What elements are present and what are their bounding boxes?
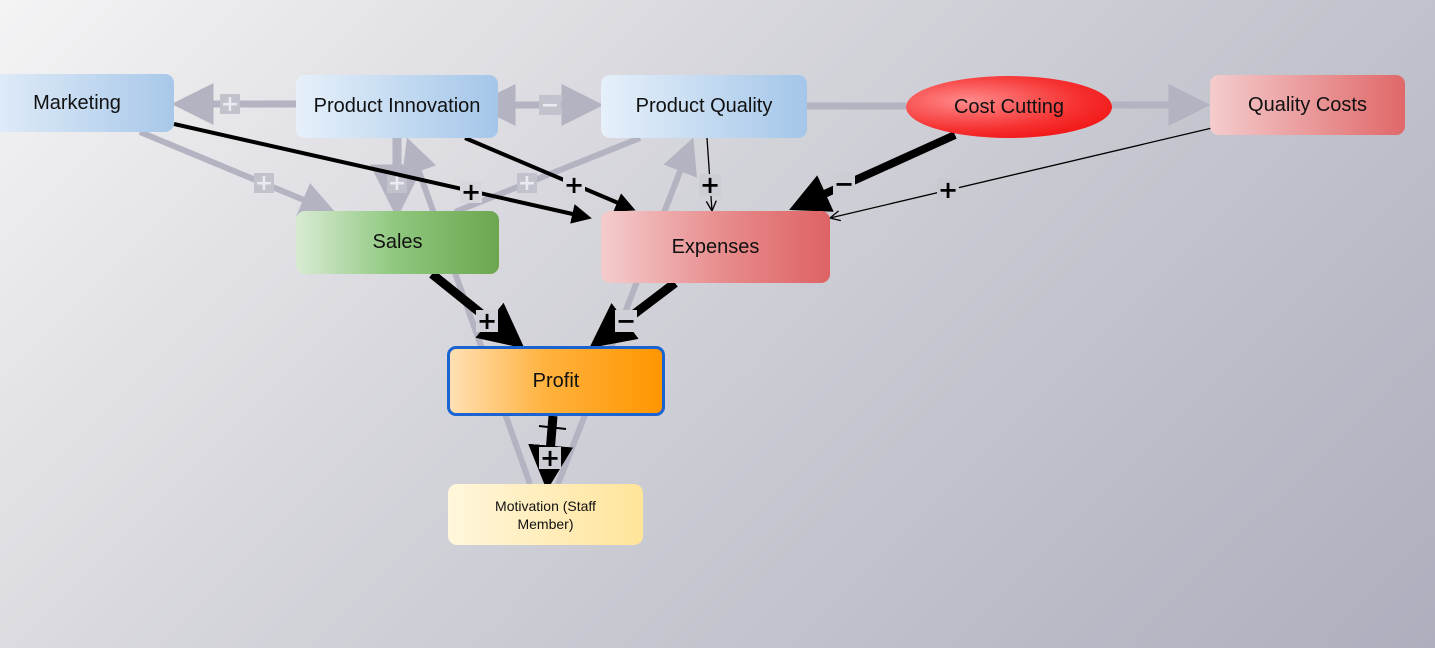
edge-sign-label: − [616, 307, 636, 335]
edge-product-innovation-to-sales[interactable]: + [370, 138, 424, 219]
edge-motivation-to-product-innovation[interactable] [402, 137, 533, 486]
node-label: Expenses [671, 235, 760, 258]
edge-product-innovation-to-expenses[interactable]: + [464, 136, 636, 212]
edge-sign-label: + [518, 171, 536, 196]
edge-marketing-to-expenses[interactable]: + [173, 122, 592, 224]
node-cost-cutting[interactable]: Cost Cutting [906, 76, 1112, 138]
edge-sign-label: + [540, 444, 560, 472]
node-label: Product Innovation [313, 95, 481, 117]
node-motivation-staff-member[interactable]: Motivation (Staff Member) [448, 484, 643, 545]
edge-sign-label: + [564, 171, 584, 199]
node-sales[interactable]: Sales [296, 211, 499, 274]
edge-expenses-to-profit[interactable]: − [589, 279, 678, 349]
node-label: Quality Costs [1248, 93, 1367, 116]
edge-sign-label: − [541, 93, 559, 118]
edge-profit-to-motivation[interactable]: + [528, 415, 573, 491]
node-label: Sales [372, 231, 423, 253]
edge-product-quality-to-product-innovation[interactable]: − [473, 84, 604, 126]
node-quality-costs[interactable]: Quality Costs [1210, 75, 1405, 135]
node-label: Profit [532, 369, 580, 392]
node-product-quality[interactable]: Product Quality [601, 75, 807, 138]
edge-sign-label: + [255, 171, 273, 196]
edge-sign-label: + [461, 178, 481, 206]
node-label: Cost Cutting [953, 95, 1065, 118]
node-marketing[interactable]: Marketing [0, 74, 174, 132]
edge-quality-costs-to-expenses[interactable]: + [830, 127, 1213, 218]
edge-sign-label: − [834, 170, 854, 198]
node-label: Motivation (Staff Member) [495, 497, 596, 532]
node-profit[interactable]: Profit [447, 346, 665, 416]
node-label: Marketing [33, 91, 121, 114]
edge-sign-label: + [221, 92, 239, 117]
node-product-innovation[interactable]: Product Innovation [296, 75, 498, 138]
edge-product-quality-to-expenses[interactable]: + [699, 137, 721, 211]
edge-sign-label: + [477, 307, 497, 335]
edge-cost-cutting-to-expenses[interactable]: − [789, 131, 957, 212]
node-expenses[interactable]: Expenses [601, 211, 830, 283]
edge-marketing-to-sales[interactable]: + [138, 129, 337, 217]
edge-sales-to-profit[interactable]: + [429, 270, 525, 349]
edge-sign-label: + [938, 176, 958, 204]
edge-product-innovation-to-marketing[interactable]: + [171, 83, 296, 125]
node-label: Product Quality [635, 95, 773, 117]
delay-mark [538, 425, 567, 430]
edge-sign-label: + [700, 171, 720, 199]
